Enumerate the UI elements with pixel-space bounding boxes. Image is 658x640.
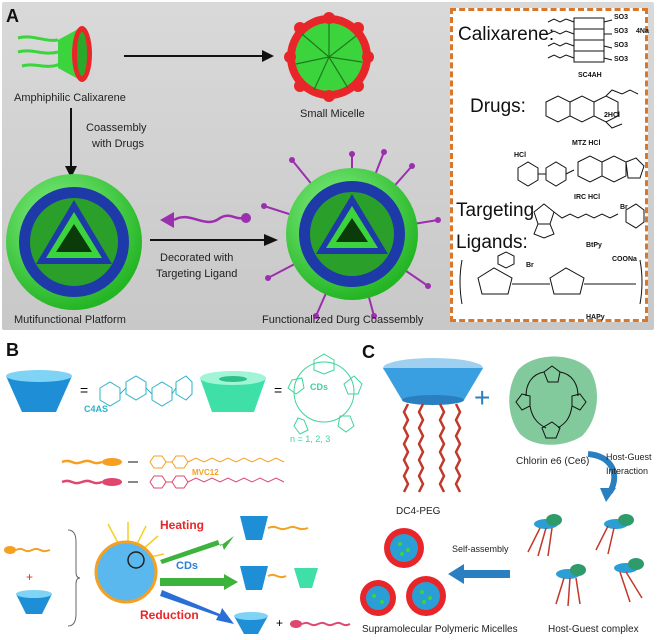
- small-micelle-icon: [284, 12, 374, 102]
- self-assembly-arrow: [448, 564, 510, 584]
- equals-sign-2: =: [274, 382, 283, 398]
- irc-label: IRC HCl: [574, 194, 601, 201]
- c4as-cone-icon: [6, 370, 72, 412]
- btpy-structure: [533, 203, 645, 239]
- chlorin-e6-label: Chlorin e6 (Ce6): [516, 456, 590, 467]
- arrow-to-functionalized: [150, 234, 278, 246]
- host-guest-complex-label: Host-Guest complex: [548, 624, 639, 635]
- hcl-label: HCl: [514, 152, 527, 159]
- btpy-label: BtPy: [586, 242, 602, 249]
- amphiphilic-calixarene-icon: [17, 26, 92, 82]
- sc4ah-structure: [547, 17, 613, 63]
- bracket: [67, 529, 81, 627]
- arrow-to-micelle: [124, 50, 274, 62]
- host-guest-label-2: Interaction: [606, 466, 649, 476]
- heating-arrow: [160, 536, 234, 564]
- so3-label-1: SO3: [614, 14, 629, 21]
- mtz-structure: [545, 89, 639, 129]
- panel-a-letter: A: [6, 6, 19, 26]
- cone-product-cds: [240, 566, 318, 590]
- cds-arrow: [160, 574, 238, 590]
- vesicle-icon: [94, 522, 165, 604]
- host-guest-label-1: Host-Guest: [606, 452, 652, 462]
- reduction-arrow: [160, 590, 234, 624]
- coassembly-label-2: with Drugs: [92, 138, 144, 150]
- c4as-label: C4AS: [84, 404, 109, 414]
- self-assembly-label: Self-assembly: [452, 544, 509, 554]
- guest-chain-left: [4, 546, 51, 554]
- plus-sign-reduction: +: [276, 616, 284, 630]
- 2hcl-label: 2HCl: [604, 112, 620, 119]
- coassembly-label-1: Coassembly: [86, 122, 147, 134]
- chlorin-e6-icon: [509, 356, 597, 445]
- hapy-structure: [459, 251, 643, 305]
- plus-sign-b: +: [26, 570, 34, 584]
- small-micelle-label: Small Micelle: [300, 108, 365, 120]
- equals-sign-1: =: [80, 382, 89, 398]
- cd-cone-icon: [200, 371, 266, 412]
- cds-label: CDs: [310, 382, 329, 392]
- targeting-heading: Targeting: [456, 200, 535, 221]
- micelles-label: Supramolecular Polymeric Micelles: [362, 624, 518, 635]
- chemical-structures-box: [450, 8, 648, 322]
- cd-ring-structure: [287, 353, 363, 435]
- mtz-label: MTZ HCl: [572, 140, 601, 147]
- arrow-down-coassembly: [65, 108, 77, 178]
- irc-structure: [517, 155, 645, 187]
- n-values-label: n = 1, 2, 3: [290, 434, 331, 444]
- br-label-2: Br: [526, 262, 534, 269]
- reduced-guest-chain: [290, 620, 351, 628]
- c4as-structure: [99, 375, 193, 407]
- br-label-1: Br: [620, 204, 628, 211]
- na-label: 4Na: [636, 28, 649, 35]
- panel-c-letter: C: [362, 342, 375, 362]
- so3-label-2: SO3: [614, 28, 629, 35]
- so3-label-3: SO3: [614, 42, 629, 49]
- heating-label: Heating: [160, 518, 205, 532]
- sc4ah-label: SC4AH: [578, 72, 602, 79]
- mvc12-label: MVC12: [192, 468, 219, 477]
- cds-arrow-label: CDs: [176, 560, 199, 572]
- dc4peg-label: DC4-PEG: [396, 506, 441, 517]
- cone-product-reduction: [234, 612, 268, 634]
- platform-label: Mutifunctional Platform: [14, 314, 126, 326]
- mvc12-guest-icon: [61, 455, 285, 489]
- small-cone-left: [16, 590, 52, 614]
- micelles-icon: [360, 528, 446, 616]
- calixarene-heading: Calixarene:: [458, 24, 555, 45]
- host-guest-complex-icon: [527, 514, 644, 607]
- cone-product-heating: [240, 516, 309, 540]
- panel-b-letter: B: [6, 340, 19, 360]
- so3-label-4: SO3: [614, 56, 629, 63]
- plus-sign-c: +: [474, 382, 491, 413]
- ligands-heading: Ligands:: [456, 232, 528, 253]
- decorated-label-1: Decorated with: [160, 252, 234, 264]
- coona-label: COONa: [612, 256, 637, 263]
- targeting-ligand-icon: [160, 212, 251, 228]
- functionalized-coassembly-icon: [261, 149, 441, 319]
- dc4peg-icon: [383, 358, 483, 493]
- multifunctional-platform-icon: [6, 174, 142, 310]
- host-guest-arrow: [587, 451, 618, 502]
- reduction-label: Reduction: [140, 608, 199, 622]
- functionalized-label: Functionalized Durg Coassembly: [262, 314, 424, 326]
- hapy-label: HAPy: [586, 314, 605, 321]
- amphiphilic-label: Amphiphilic Calixarene: [14, 92, 126, 104]
- drugs-heading: Drugs:: [470, 96, 526, 117]
- decorated-label-2: Targeting Ligand: [156, 268, 238, 280]
